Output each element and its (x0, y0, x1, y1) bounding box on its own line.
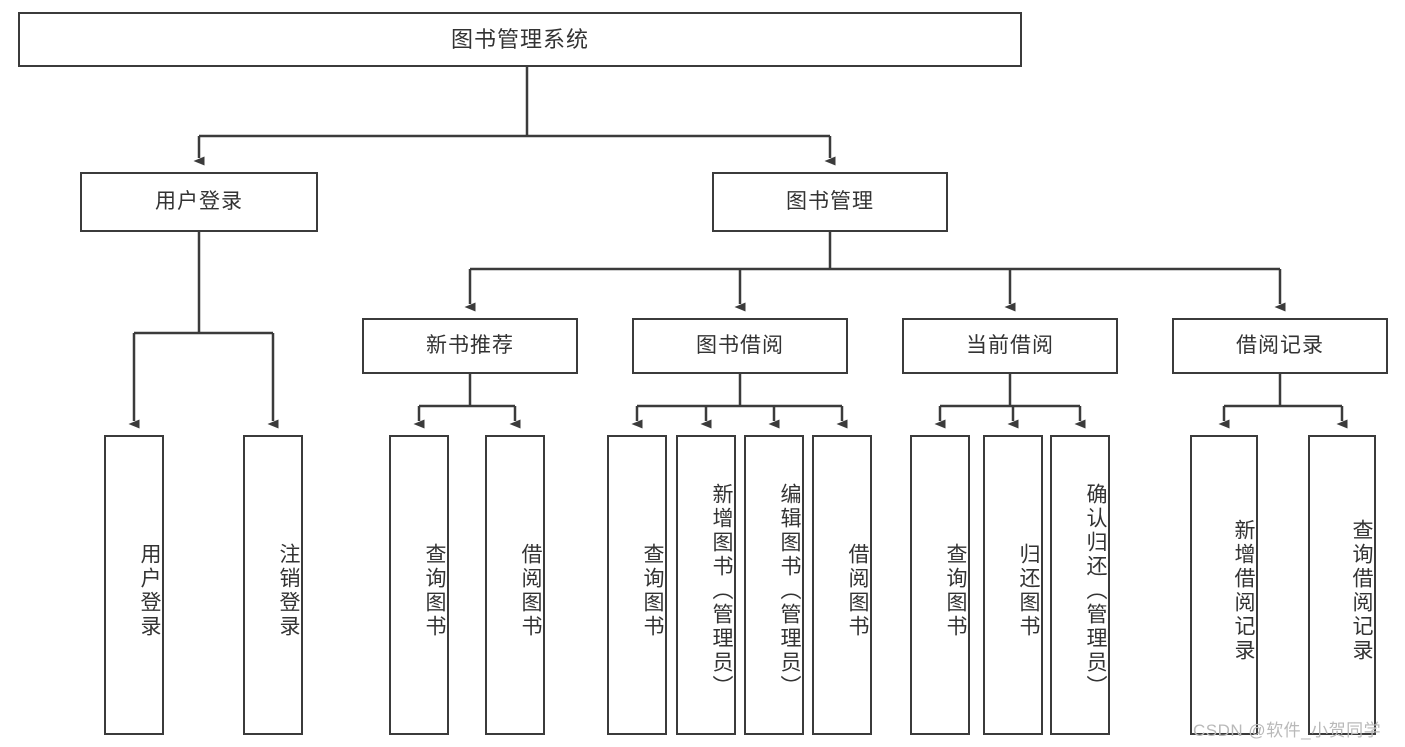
node-label: 注销登录 (277, 543, 300, 639)
node-label: 当前借阅 (966, 333, 1054, 357)
node-label: 查询图书 (944, 543, 967, 639)
leaf-user-login[interactable]: 用户登录 (104, 435, 164, 735)
node-label: 新书推荐 (426, 333, 514, 357)
leaf-add-borrow-record[interactable]: 新增借阅记录 (1190, 435, 1258, 735)
node-borrow-records[interactable]: 借阅记录 (1172, 318, 1388, 374)
node-label: 查询借阅记录 (1350, 519, 1373, 663)
node-label: 用户登录 (155, 189, 243, 213)
node-label: 借阅图书 (519, 543, 542, 639)
leaf-query-book-borrow[interactable]: 查询图书 (607, 435, 667, 735)
node-label: 用户登录 (138, 543, 161, 639)
leaf-add-book-admin[interactable]: 新增图书（管理员） (676, 435, 736, 735)
node-label: 借阅图书 (846, 543, 869, 639)
node-label: 图书管理 (786, 189, 874, 213)
leaf-confirm-return-admin[interactable]: 确认归还（管理员） (1050, 435, 1110, 735)
node-book-borrow[interactable]: 图书借阅 (632, 318, 848, 374)
leaf-query-book-current[interactable]: 查询图书 (910, 435, 970, 735)
leaf-return-book[interactable]: 归还图书 (983, 435, 1043, 735)
node-label: 新增借阅记录 (1232, 519, 1255, 663)
node-label: 编辑图书（管理员） (778, 483, 801, 699)
node-label: 图书管理系统 (450, 26, 589, 52)
csdn-watermark: CSDN @软件_小贺同学 (1193, 721, 1382, 740)
node-label: 新增图书（管理员） (710, 483, 733, 699)
node-root-system[interactable]: 图书管理系统 (18, 12, 1022, 67)
node-label: 查询图书 (423, 543, 446, 639)
node-new-book-recommend[interactable]: 新书推荐 (362, 318, 578, 374)
leaf-borrow-book-new[interactable]: 借阅图书 (485, 435, 545, 735)
leaf-query-borrow-record[interactable]: 查询借阅记录 (1308, 435, 1376, 735)
node-label: 图书借阅 (696, 333, 784, 357)
node-label: 查询图书 (641, 543, 664, 639)
node-book-management[interactable]: 图书管理 (712, 172, 948, 232)
leaf-query-book-new[interactable]: 查询图书 (389, 435, 449, 735)
leaf-lend-book[interactable]: 借阅图书 (812, 435, 872, 735)
node-label: 借阅记录 (1236, 333, 1324, 357)
leaf-edit-book-admin[interactable]: 编辑图书（管理员） (744, 435, 804, 735)
node-label: 确认归还（管理员） (1084, 483, 1107, 699)
node-user-login[interactable]: 用户登录 (80, 172, 318, 232)
node-current-borrow[interactable]: 当前借阅 (902, 318, 1118, 374)
node-label: 归还图书 (1017, 543, 1040, 639)
leaf-logout[interactable]: 注销登录 (243, 435, 303, 735)
